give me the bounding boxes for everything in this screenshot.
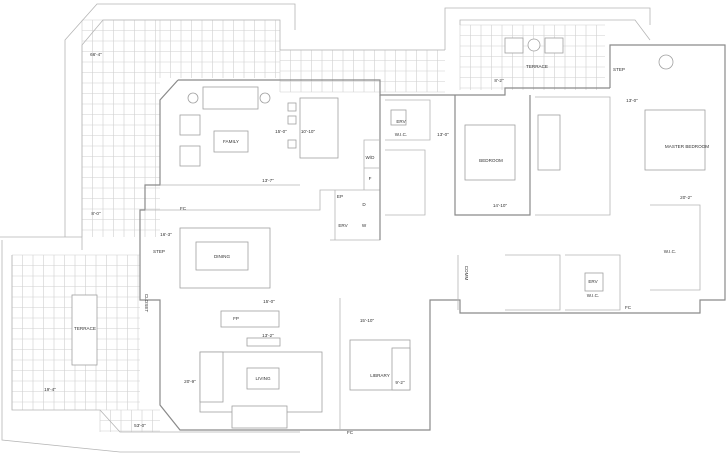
dimension-label: 15'-0": [275, 129, 287, 134]
room-label-fc: FC: [180, 206, 187, 211]
room-label-fridge: F: [369, 176, 372, 181]
dimension-label: 66'-4": [90, 52, 102, 57]
lamp-icon: [187, 92, 199, 104]
side-table: [527, 38, 541, 52]
room-label-wic: W.I.C.: [587, 293, 600, 298]
erv-box: [584, 272, 604, 292]
room-labels: FAMILY DINING LIVING LIBRARY BEDROOM MAS…: [74, 64, 709, 435]
bench: [246, 337, 281, 347]
dimension-label: 53'-0": [134, 423, 146, 428]
room-label-washer: W: [362, 223, 367, 228]
terrace-dining-table: [71, 294, 98, 366]
dimension-label: 20'-9": [184, 379, 196, 384]
room-label-erv: ERV: [588, 279, 598, 284]
armchair: [179, 114, 201, 136]
dimension-label: 10'-10": [301, 129, 316, 134]
room-label-fc: FC: [625, 305, 632, 310]
dimension-labels: 66'-4" 15'-0" 10'-10" 13'-7" 8'-0" 16'-3…: [44, 52, 692, 428]
dimension-label: 9'-2": [395, 380, 405, 385]
dimension-label: 8'-0": [91, 211, 101, 216]
room-label-family: FAMILY: [223, 139, 239, 144]
terrace-tiles: [11, 19, 605, 432]
room-label-master-bedroom: MASTER BEDROOM: [665, 144, 709, 149]
room-label-living: LIVING: [255, 376, 270, 381]
terrace-outlines: [0, 3, 651, 453]
dimension-label: 13'-0": [437, 132, 449, 137]
room-label-closet: CLOSET: [144, 294, 149, 313]
room-label-bedroom: BEDROOM: [479, 158, 503, 163]
room-label-fireplace: FP: [233, 316, 239, 321]
interior-walls: [139, 44, 726, 431]
room-label-dryer: D: [362, 202, 366, 207]
stool: [287, 139, 297, 149]
armchair: [179, 145, 201, 167]
living-sofa: [199, 351, 224, 403]
room-label-wic: W.I.C.: [395, 132, 408, 137]
stool: [287, 102, 297, 112]
room-label-step: STEP: [153, 249, 165, 254]
erv-box: [390, 109, 407, 126]
dimension-label: 14'-10": [493, 203, 508, 208]
dimension-label: 13'-2": [262, 333, 274, 338]
bed: [464, 124, 516, 181]
dining-table: [195, 241, 249, 271]
family-sofa: [202, 86, 259, 110]
furniture: [71, 37, 706, 429]
library-sofa: [391, 347, 411, 391]
bathtub: [537, 114, 561, 171]
fireplace: [220, 310, 280, 328]
lounge-chair: [544, 37, 564, 54]
side-table: [658, 54, 674, 70]
room-label-wd: W/D: [366, 155, 376, 160]
dimension-label: 15'-0": [263, 299, 275, 304]
dimension-label: 20'-2": [680, 195, 692, 200]
dimension-label: 13'-7": [262, 178, 274, 183]
family-rug-label-box: [213, 130, 249, 153]
room-label-library: LIBRARY: [370, 373, 390, 378]
kitchen-island: [299, 97, 339, 159]
room-label-erv: ERV: [396, 119, 406, 124]
dimension-label: 15'-10": [360, 318, 375, 323]
dimension-label: 19'-4": [44, 387, 56, 392]
living-coffee-table: [246, 367, 280, 390]
living-sofa: [231, 405, 288, 429]
room-label-erv: ERV: [338, 223, 348, 228]
lamp-icon: [259, 92, 271, 104]
room-label-terrace-north: TERRACE: [526, 64, 548, 69]
room-label-terrace-west: TERRACE: [74, 326, 96, 331]
room-label-master-wic: W.I.C.: [664, 249, 677, 254]
stool: [287, 115, 297, 125]
room-label-fc: FC: [347, 430, 354, 435]
room-label-comm: COMM: [464, 266, 469, 281]
room-label-ep: EP: [337, 194, 343, 199]
lounge-chair: [504, 37, 524, 54]
room-label-dining: DINING: [214, 254, 231, 259]
dimension-label: 13'-0": [626, 98, 638, 103]
room-label-step: STEP: [613, 67, 625, 72]
master-bed: [644, 109, 706, 171]
dimension-label: 16'-3": [160, 232, 172, 237]
dimension-label: 8'-2": [494, 78, 504, 83]
